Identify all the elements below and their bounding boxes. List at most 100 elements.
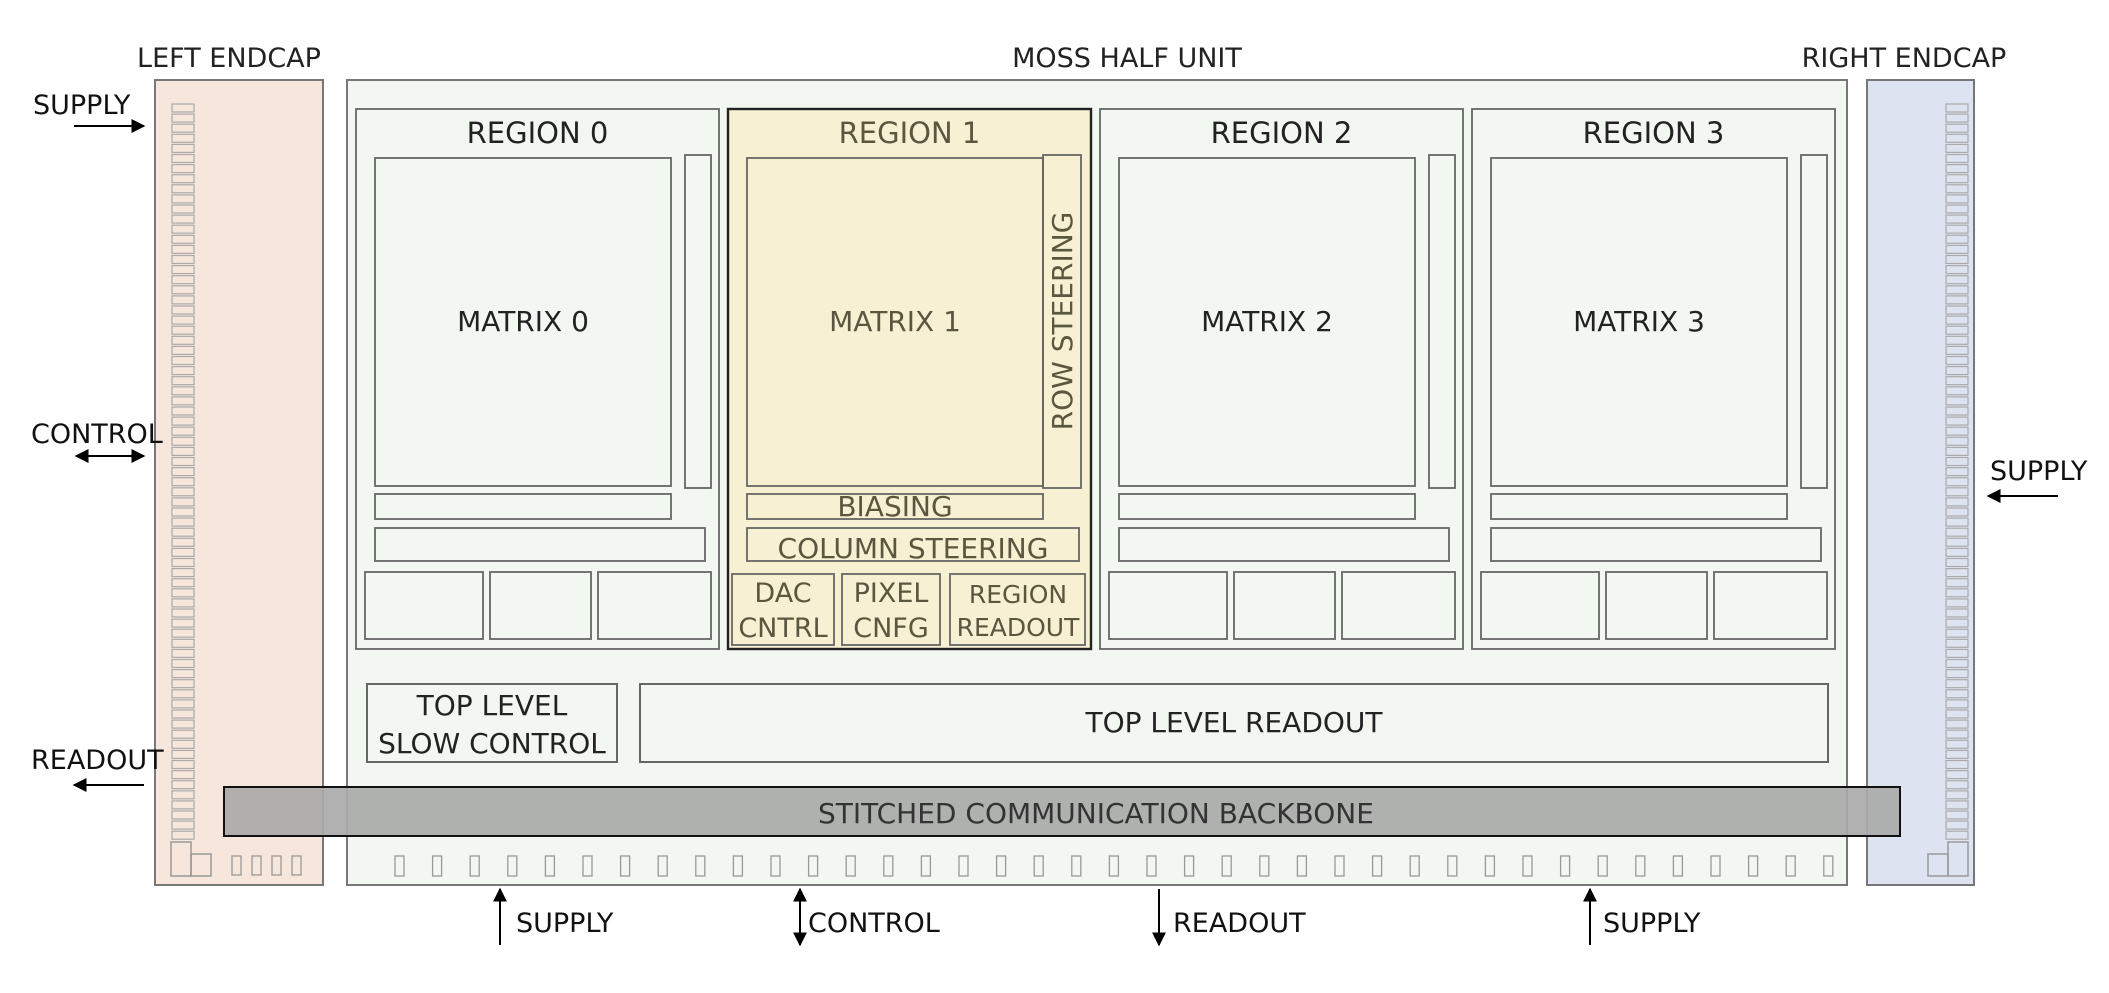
- endcap-pad: [171, 355, 195, 366]
- column-steering-box: [746, 527, 1080, 562]
- endcap-pad: [1945, 305, 1969, 315]
- endcap-pad: [171, 668, 195, 679]
- endcap-pad: [1945, 769, 1969, 780]
- endcap-pad: [1945, 436, 1969, 446]
- endcap-pad: [171, 396, 195, 406]
- region-box: [726, 107, 1093, 651]
- endcap-pad: [171, 567, 195, 578]
- endcap-pad: [171, 598, 195, 608]
- endcap-pad: [1945, 830, 1969, 840]
- endcap-pad: [171, 497, 195, 507]
- moss-half-unit: [346, 79, 1848, 886]
- region-block: [364, 571, 484, 640]
- endcap-pad: [1945, 224, 1969, 234]
- endcap-pad: [171, 406, 195, 416]
- endcap-pad: [171, 174, 195, 184]
- endcap-pad: [1945, 153, 1969, 164]
- endcap-pad: [171, 648, 195, 659]
- endcap-pad: [171, 366, 195, 376]
- bottom-pad: [1785, 855, 1796, 877]
- endcap-pad: [1945, 709, 1969, 719]
- endcap-pad: [171, 719, 195, 729]
- endcap-pad: [1945, 820, 1969, 830]
- endcap-pad: [171, 679, 195, 689]
- endcap-pad: [171, 467, 195, 477]
- endcap-pad: [1945, 204, 1969, 214]
- endcap-pad: [1945, 426, 1969, 436]
- endcap-pad: [1945, 557, 1969, 568]
- endcap-pad: [1945, 790, 1969, 800]
- bottom-pad: [507, 855, 518, 877]
- region-box: [1471, 108, 1836, 650]
- endcap-pad: [171, 830, 195, 840]
- endcap-pad: [1945, 285, 1969, 295]
- endcap-pad: [1945, 578, 1969, 588]
- endcap-pad: [1945, 335, 1969, 345]
- top-level-readout: [639, 683, 1829, 763]
- endcap-pad: [171, 456, 195, 467]
- bottom-pad: [1183, 855, 1195, 877]
- biasing-box: [1490, 493, 1788, 520]
- endcap-pad: [171, 638, 195, 648]
- endcap-pad: [1945, 477, 1969, 487]
- endcap-pad: [1945, 527, 1969, 537]
- endcap-pad: [171, 527, 195, 537]
- endcap-pad: [171, 275, 195, 285]
- endcap-pad: [1945, 345, 1969, 355]
- matrix-box: [1490, 157, 1788, 487]
- endcap-pad: [171, 335, 195, 345]
- endcap-pad: [1945, 658, 1969, 669]
- endcap-pad: [1945, 396, 1969, 406]
- stitched-communication-backbone: [223, 786, 1901, 837]
- matrix-box: [374, 157, 672, 487]
- endcap-pad: [1945, 749, 1969, 760]
- endcap-pad: [1945, 416, 1969, 426]
- bottom-pad: [1033, 855, 1044, 877]
- endcap-pad: [171, 386, 195, 396]
- endcap-pad: [171, 800, 195, 810]
- endcap-pad: [1945, 628, 1969, 638]
- bottom-pad: [1108, 855, 1120, 877]
- right-endcap-pads: [1945, 103, 1969, 840]
- region-readout-label-line2: READOUT: [957, 613, 1080, 642]
- endcap-pad: [171, 537, 195, 547]
- endcap-pad: [1945, 234, 1969, 244]
- bottom-control-label: CONTROL: [808, 908, 940, 939]
- endcap-pad: [171, 123, 195, 133]
- row-steering-box: [1428, 154, 1456, 489]
- endcap-pad: [1945, 406, 1969, 416]
- region-readout-box: [949, 573, 1086, 646]
- endcap-pad: [1945, 739, 1969, 749]
- endcap-pad: [1945, 184, 1969, 194]
- endcap-pad: [1945, 123, 1969, 133]
- region-block: [1341, 571, 1456, 640]
- pixel-label-line2: CNFG: [853, 613, 929, 644]
- supply-right-label: SUPPLY: [1990, 456, 2088, 487]
- endcap-pad: [1945, 325, 1969, 335]
- endcap-pad: [1945, 608, 1969, 618]
- endcap-pad: [1945, 355, 1969, 366]
- column-steering-box: [1118, 527, 1450, 562]
- region-title: REGION 3: [1583, 116, 1725, 150]
- bottom-pad: [958, 855, 969, 877]
- endcap-pad: [171, 133, 195, 143]
- endcap-pad: [171, 658, 195, 669]
- endcap-pad: [171, 739, 195, 749]
- bottom-pad: [431, 855, 443, 877]
- endcap-pad: [171, 376, 195, 386]
- dac-label-line2: CNTRL: [738, 613, 827, 644]
- endcap-pad: [171, 295, 195, 305]
- endcap-pad: [171, 588, 195, 598]
- bottom-pad: [1484, 855, 1496, 877]
- bottom-pad: [1747, 855, 1759, 877]
- biasing-box: [1118, 493, 1416, 520]
- endcap-pad: [1945, 275, 1969, 285]
- right-endcap-label: RIGHT ENDCAP: [1802, 43, 2007, 74]
- top-level-slow-control-line1: TOP LEVEL: [416, 689, 568, 722]
- bottom-pad: [1146, 855, 1157, 877]
- endcap-pad: [171, 305, 195, 315]
- region-title: REGION 1: [839, 116, 981, 150]
